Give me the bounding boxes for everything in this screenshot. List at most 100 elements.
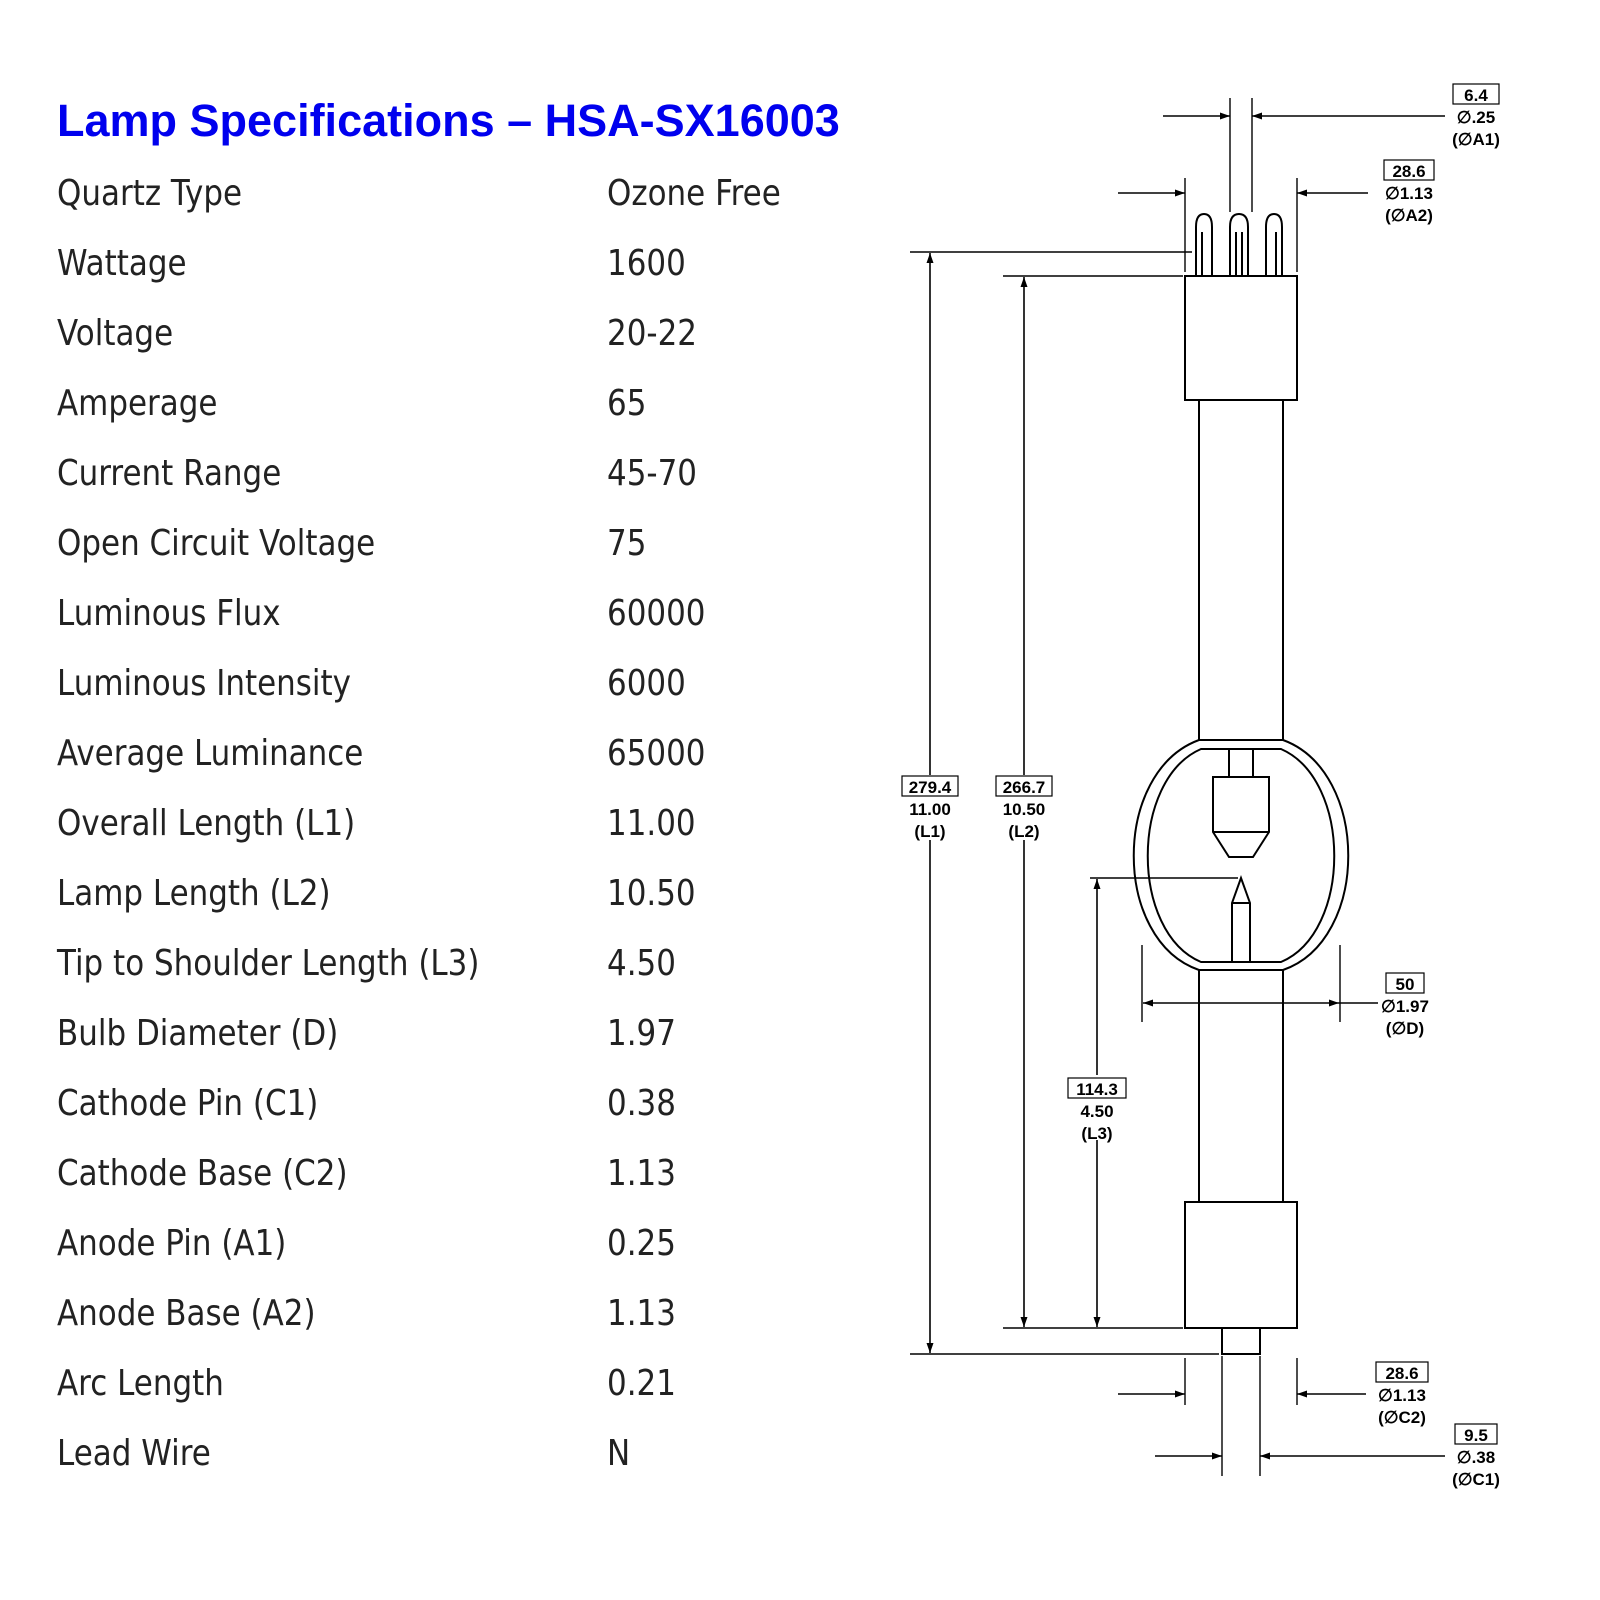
upper-tube bbox=[1198, 399, 1284, 741]
spec-row-current-range: Current Range 45-70 bbox=[0, 456, 860, 516]
spec-label: Current Range bbox=[57, 453, 282, 494]
spec-value: Ozone Free bbox=[607, 173, 781, 214]
dim-label-d: 50 ∅1.97 (∅D) bbox=[1381, 972, 1429, 1038]
spec-row-amperage: Amperage 65 bbox=[0, 386, 860, 446]
spec-row-luminous-flux: Luminous Flux 60000 bbox=[0, 596, 860, 656]
anode-pins bbox=[1195, 212, 1283, 277]
dim-l3-code: (L3) bbox=[1081, 1124, 1112, 1143]
dim-l1-code: (L1) bbox=[914, 822, 945, 841]
dim-l3-mm: 114.3 bbox=[1076, 1080, 1118, 1099]
lower-tube bbox=[1198, 969, 1284, 1203]
dim-l1-inch: 11.00 bbox=[909, 800, 951, 819]
cathode-base bbox=[1184, 1201, 1298, 1329]
spec-value: 11.00 bbox=[607, 803, 696, 844]
spec-row-luminous-intensity: Luminous Intensity 6000 bbox=[0, 666, 860, 726]
dim-label-c1: 9.5 ∅.38 (∅C1) bbox=[1452, 1423, 1500, 1489]
anode-electrode bbox=[1212, 748, 1270, 858]
dim-c1-mm: 9.5 bbox=[1464, 1426, 1488, 1445]
dim-c1-code: (∅C1) bbox=[1452, 1470, 1500, 1489]
dim-c2-inch: ∅1.13 bbox=[1378, 1386, 1426, 1405]
spec-value: 6000 bbox=[607, 663, 686, 704]
spec-label: Voltage bbox=[57, 313, 174, 354]
dim-a2-mm: 28.6 bbox=[1392, 162, 1425, 181]
spec-value: 4.50 bbox=[607, 943, 676, 984]
dim-l2-inch: 10.50 bbox=[1003, 800, 1046, 819]
spec-row-cathode-pin: Cathode Pin (C1) 0.38 bbox=[0, 1086, 860, 1146]
spec-row-tip-to-shoulder-length: Tip to Shoulder Length (L3) 4.50 bbox=[0, 946, 860, 1006]
page-title: Lamp Specifications – HSA-SX16003 bbox=[57, 95, 840, 146]
spec-label: Quartz Type bbox=[57, 173, 243, 214]
spec-row-average-luminance: Average Luminance 65000 bbox=[0, 736, 860, 796]
spec-value: 65 bbox=[607, 383, 647, 424]
spec-label: Cathode Pin (C1) bbox=[57, 1083, 319, 1124]
spec-value: 0.25 bbox=[607, 1223, 676, 1264]
dim-c1-inch: ∅.38 bbox=[1457, 1448, 1495, 1467]
dim-d-code: (∅D) bbox=[1386, 1019, 1424, 1038]
anode-base bbox=[1184, 275, 1298, 401]
cathode-pin bbox=[1221, 1327, 1261, 1355]
dim-c2-code: (∅C2) bbox=[1378, 1408, 1426, 1427]
spec-value: 10.50 bbox=[607, 873, 696, 914]
dim-label-c2: 28.6 ∅1.13 (∅C2) bbox=[1375, 1361, 1429, 1427]
spec-row-lead-wire: Lead Wire N bbox=[0, 1436, 860, 1496]
dimension-lines bbox=[926, 112, 1445, 1460]
spec-label: Amperage bbox=[57, 383, 218, 424]
spec-row-cathode-base: Cathode Base (C2) 1.13 bbox=[0, 1156, 860, 1216]
spec-value: 0.21 bbox=[607, 1363, 676, 1404]
spec-label: Average Luminance bbox=[57, 733, 364, 774]
dim-label-a1: 6.4 ∅.25 (∅A1) bbox=[1452, 83, 1500, 149]
spec-label: Luminous Flux bbox=[57, 593, 281, 634]
spec-label: Overall Length (L1) bbox=[57, 803, 356, 844]
spec-value: N bbox=[607, 1433, 631, 1474]
dim-label-a2: 28.6 ∅1.13 (∅A2) bbox=[1383, 159, 1435, 225]
spec-label: Arc Length bbox=[57, 1363, 224, 1404]
spec-value: 0.38 bbox=[607, 1083, 676, 1124]
spec-label: Anode Pin (A1) bbox=[57, 1223, 287, 1264]
lamp-outline bbox=[1132, 212, 1350, 1355]
spec-label: Anode Base (A2) bbox=[57, 1293, 316, 1334]
dim-label-l1: 279.4 11.00 (L1) bbox=[901, 775, 959, 841]
dim-label-l3: 114.3 4.50 (L3) bbox=[1067, 1077, 1127, 1143]
spec-label: Open Circuit Voltage bbox=[57, 523, 376, 564]
spec-label: Luminous Intensity bbox=[57, 663, 351, 704]
dim-l2-code: (L2) bbox=[1008, 822, 1039, 841]
spec-row-wattage: Wattage 1600 bbox=[0, 246, 860, 306]
spec-value: 60000 bbox=[607, 593, 706, 634]
dim-a2-inch: ∅1.13 bbox=[1385, 184, 1433, 203]
spec-value: 1.13 bbox=[607, 1153, 676, 1194]
dim-c2-mm: 28.6 bbox=[1385, 1364, 1418, 1383]
spec-value: 75 bbox=[607, 523, 647, 564]
spec-row-voltage: Voltage 20-22 bbox=[0, 316, 860, 376]
dim-a1-code: (∅A1) bbox=[1452, 130, 1500, 149]
dim-l2-mm: 266.7 bbox=[1003, 778, 1046, 797]
dim-l1-mm: 279.4 bbox=[909, 778, 952, 797]
spec-value: 20-22 bbox=[607, 313, 697, 354]
spec-row-bulb-diameter: Bulb Diameter (D) 1.97 bbox=[0, 1016, 860, 1076]
spec-label: Tip to Shoulder Length (L3) bbox=[57, 943, 480, 984]
spec-row-quartz-type: Quartz Type Ozone Free bbox=[0, 176, 860, 236]
spec-value: 1.13 bbox=[607, 1293, 676, 1334]
spec-value: 45-70 bbox=[607, 453, 697, 494]
dim-a1-inch: ∅.25 bbox=[1457, 108, 1495, 127]
spec-label: Wattage bbox=[57, 243, 187, 284]
spec-label: Lamp Length (L2) bbox=[57, 873, 331, 914]
spec-value: 1600 bbox=[607, 243, 686, 284]
dim-d-mm: 50 bbox=[1396, 975, 1415, 994]
spec-label: Cathode Base (C2) bbox=[57, 1153, 348, 1194]
spec-row-arc-length: Arc Length 0.21 bbox=[0, 1366, 860, 1426]
spec-value: 1.97 bbox=[607, 1013, 676, 1054]
spec-row-overall-length: Overall Length (L1) 11.00 bbox=[0, 806, 860, 866]
dim-label-l2: 266.7 10.50 (L2) bbox=[995, 775, 1053, 841]
dim-a2-code: (∅A2) bbox=[1385, 206, 1433, 225]
spec-row-lamp-length: Lamp Length (L2) 10.50 bbox=[0, 876, 860, 936]
dim-l3-inch: 4.50 bbox=[1080, 1102, 1113, 1121]
spec-value: 65000 bbox=[607, 733, 706, 774]
cathode-electrode bbox=[1231, 875, 1251, 963]
spec-row-anode-base: Anode Base (A2) 1.13 bbox=[0, 1296, 860, 1356]
spec-label: Bulb Diameter (D) bbox=[57, 1013, 339, 1054]
dim-d-inch: ∅1.97 bbox=[1381, 997, 1429, 1016]
spec-label: Lead Wire bbox=[57, 1433, 211, 1474]
spec-row-anode-pin: Anode Pin (A1) 0.25 bbox=[0, 1226, 860, 1286]
dim-a1-mm: 6.4 bbox=[1464, 86, 1488, 105]
